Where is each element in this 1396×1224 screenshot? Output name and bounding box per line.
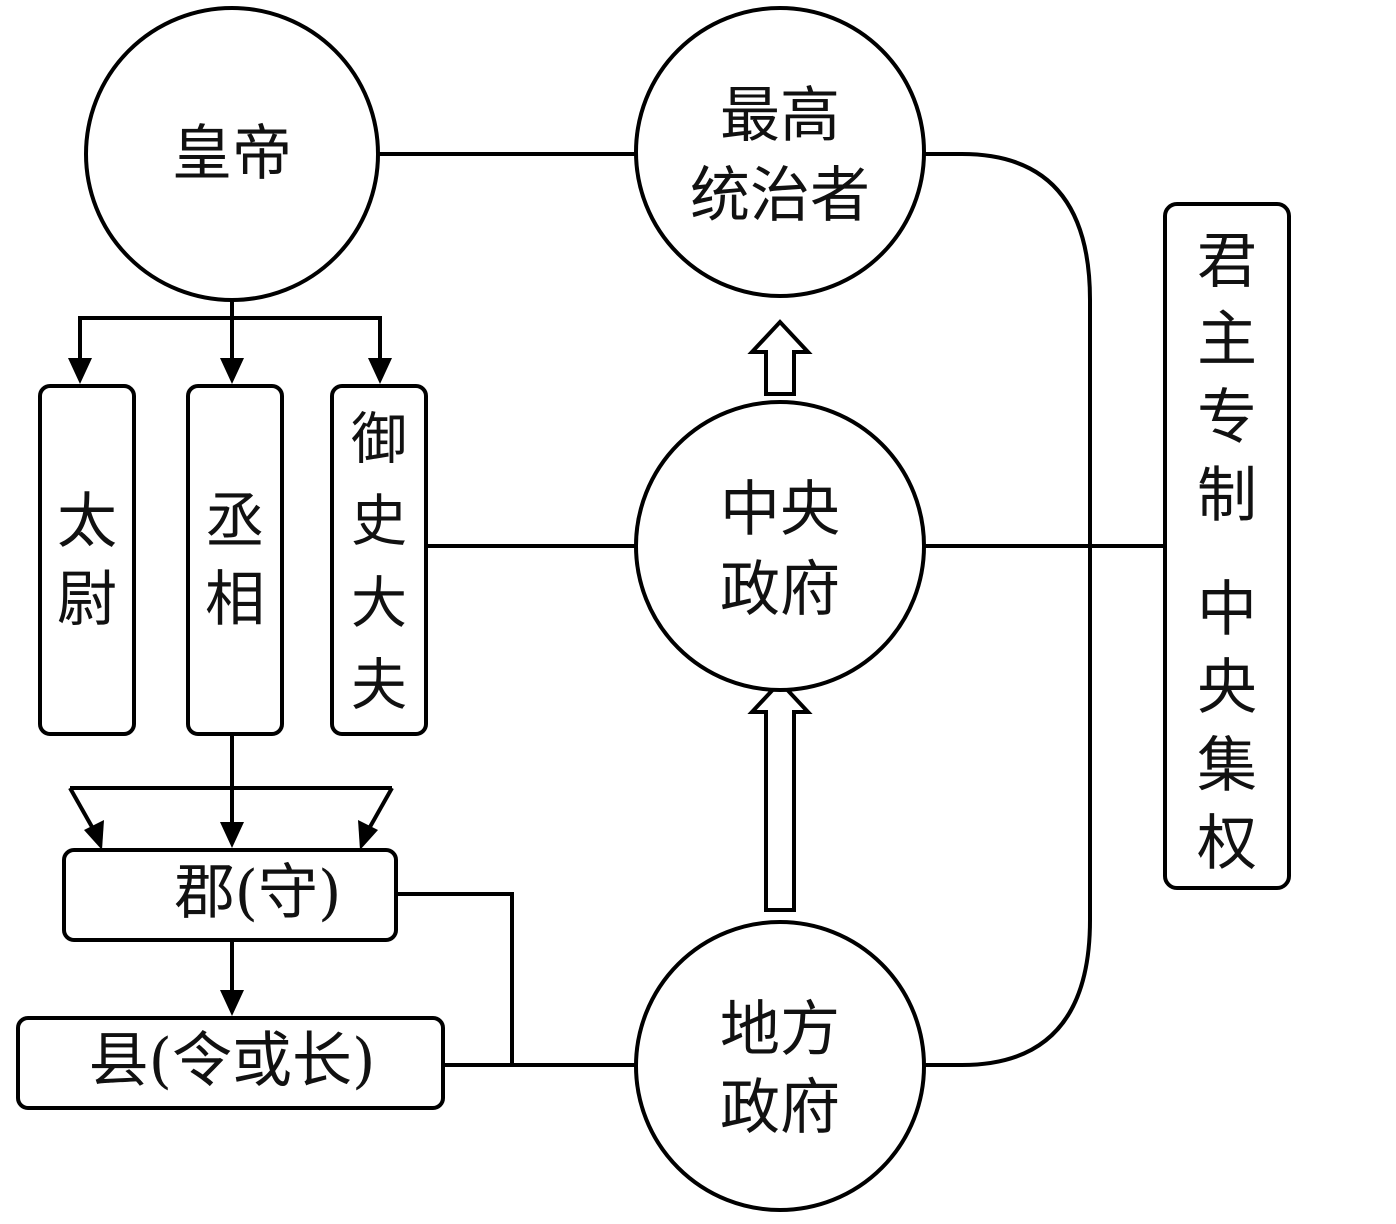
chengxiang-box: 丞 相 — [186, 384, 284, 736]
local-government-label-2: 政府 — [720, 1073, 840, 1143]
supreme-ruler-node: 最高 统治者 — [634, 6, 926, 298]
svg-text:主: 主 — [1197, 305, 1257, 375]
taiwei-box: 太 尉 — [38, 384, 136, 736]
chengxiang-to-commandery-arrows — [68, 734, 394, 850]
supreme-ruler-label-2: 统治者 — [690, 161, 870, 231]
commandery-to-county-arrow — [220, 940, 244, 1016]
svg-text:史: 史 — [351, 490, 407, 555]
central-government-label-2: 政府 — [720, 555, 840, 625]
svg-text:丞: 丞 — [205, 487, 265, 557]
arrowhead-chengxiang — [220, 358, 244, 384]
svg-text:君: 君 — [1197, 227, 1257, 297]
emperor-to-ministers-arrows — [68, 292, 392, 384]
svg-text:中: 中 — [1197, 575, 1257, 645]
hollow-arrow-central-to-supreme — [747, 319, 813, 396]
commandery-box: 郡(守) — [62, 848, 398, 942]
svg-text:御: 御 — [351, 408, 407, 473]
svg-text:相: 相 — [205, 565, 265, 635]
svg-text:央: 央 — [1197, 653, 1257, 723]
central-government-label-1: 中央 — [720, 475, 840, 545]
connector-lines — [378, 152, 1165, 1067]
svg-text:制: 制 — [1197, 461, 1257, 531]
svg-text:尉: 尉 — [57, 565, 117, 635]
arrowhead-taiwei — [68, 358, 92, 384]
county-label: 县(令或长) — [89, 1026, 376, 1096]
emperor-node: 皇帝 — [84, 6, 380, 302]
arrowhead-yushi — [368, 358, 392, 384]
summary-box: 君 主 专 制 中 央 集 权 — [1163, 202, 1291, 890]
line-commandery-local — [396, 892, 514, 1065]
svg-text:太: 太 — [57, 487, 117, 557]
hollow-arrow-local-to-central — [747, 679, 813, 912]
central-government-node: 中央 政府 — [634, 400, 926, 692]
svg-text:专: 专 — [1197, 383, 1257, 453]
svg-text:权: 权 — [1197, 809, 1257, 879]
local-government-label-1: 地方 — [720, 995, 840, 1065]
svg-text:集: 集 — [1197, 731, 1257, 801]
local-government-node: 地方 政府 — [634, 920, 926, 1212]
emperor-label: 皇帝 — [172, 119, 292, 189]
commandery-label: 郡(守) — [175, 858, 342, 928]
county-box: 县(令或长) — [16, 1016, 445, 1110]
supreme-ruler-label-1: 最高 — [720, 81, 840, 151]
bracket-right — [924, 152, 1092, 1067]
yushi-dafu-box: 御 史 大 夫 — [330, 384, 428, 736]
svg-text:大: 大 — [351, 572, 407, 637]
svg-text:夫: 夫 — [351, 654, 407, 719]
